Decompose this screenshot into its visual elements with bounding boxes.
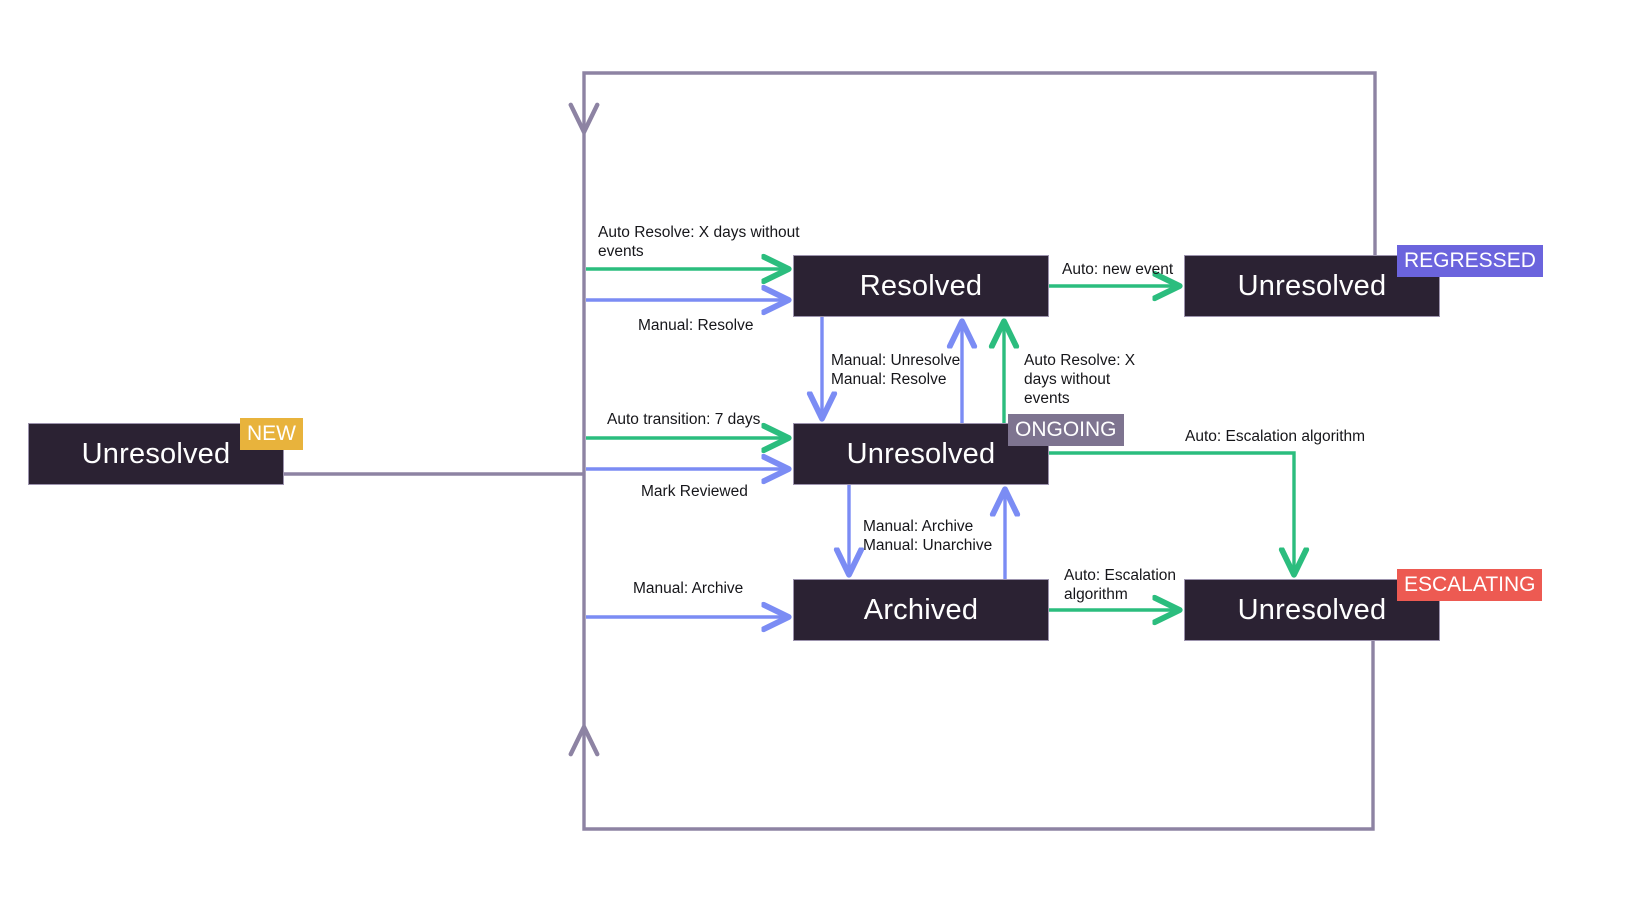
status-badge-regressed: REGRESSED (1397, 245, 1543, 277)
status-badge-text: NEW (247, 422, 296, 445)
edge-label-manual-resolve-top: Manual: Resolve (638, 317, 754, 334)
status-badge-text: ESCALATING (1404, 573, 1536, 596)
node-archived[interactable]: Archived (793, 579, 1049, 641)
node-label: Resolved (859, 269, 983, 302)
node-label: Unresolved (1237, 593, 1387, 626)
status-badge-escalating: ESCALATING (1397, 569, 1543, 601)
edge-label-auto-resolve-up: Auto Resolve: X days without events (1024, 352, 1136, 407)
edge-label-auto-escalation-top: Auto: Escalation algorithm (1185, 428, 1366, 445)
edge-label-auto-resolve-top: Auto Resolve: X days without events (598, 224, 800, 260)
node-label: Unresolved (846, 437, 996, 470)
edge-label-manual-unresolve-resolve: Manual: Unresolve Manual: Resolve (831, 352, 961, 388)
edge-label-auto-transition: Auto transition: 7 days (607, 411, 761, 428)
edge-label-manual-archive-left: Manual: Archive (633, 580, 744, 597)
node-label: Unresolved (81, 437, 231, 470)
status-badge-new: NEW (240, 418, 303, 450)
edge-label-mark-reviewed: Mark Reviewed (641, 483, 748, 500)
edge-escalating-feedback (568, 641, 1375, 831)
node-label: Unresolved (1237, 269, 1387, 302)
node-resolved[interactable]: Resolved (793, 255, 1049, 317)
edge-auto-escalation-ongoing-to-escalating (1049, 451, 1294, 572)
status-badge-text: ONGOING (1015, 418, 1117, 441)
edge-label-manual-archive-unarchive: Manual: Archive Manual: Unarchive (863, 518, 993, 554)
edge-label-auto-new-event: Auto: new event (1062, 261, 1174, 278)
node-unresolved-ongoing[interactable]: Unresolved (793, 423, 1049, 485)
status-badge-text: REGRESSED (1404, 249, 1536, 272)
edge-label-auto-escalation-archived: Auto: Escalation algorithm (1064, 567, 1177, 603)
node-label: Archived (863, 593, 979, 626)
status-badge-ongoing: ONGOING (1008, 414, 1124, 446)
